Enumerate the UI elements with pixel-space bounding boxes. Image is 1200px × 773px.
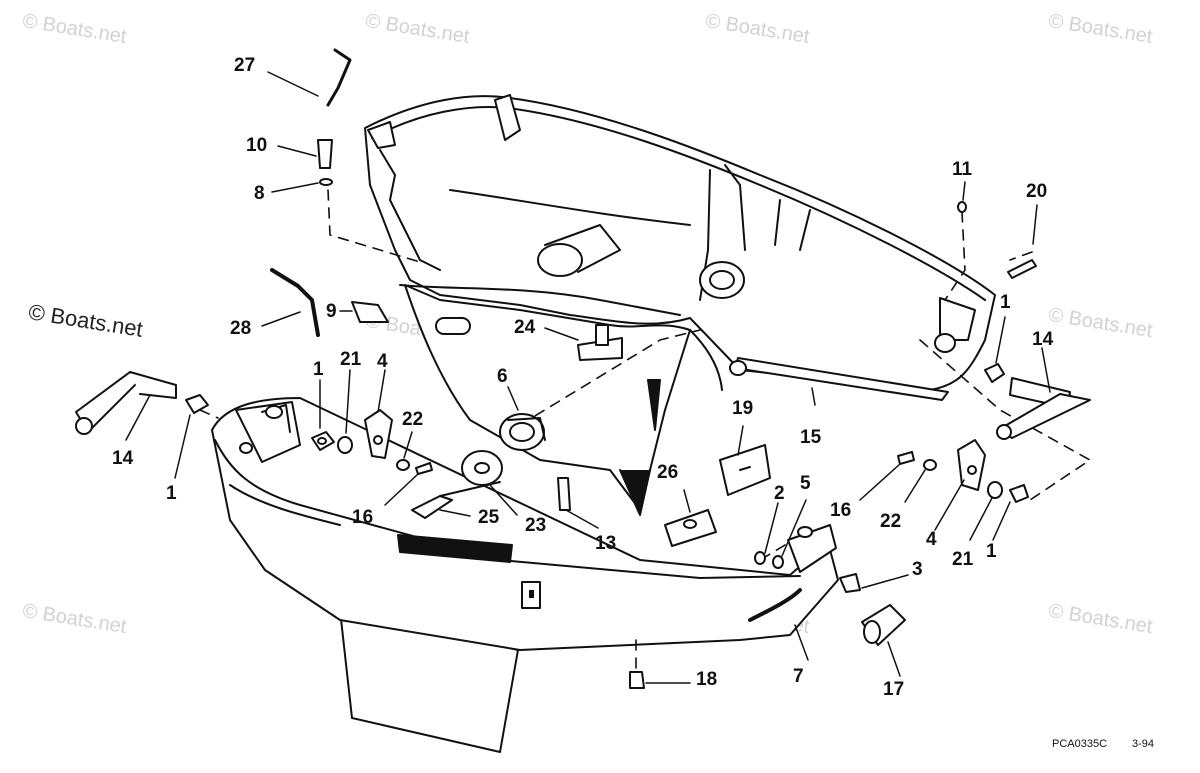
- callout-23: 23: [525, 515, 547, 536]
- callout-7: 7: [793, 666, 804, 687]
- callout-1: 1: [986, 541, 997, 562]
- callout-1: 1: [313, 359, 324, 380]
- screw-18: [629, 671, 645, 689]
- callout-21: 21: [952, 549, 974, 570]
- callout-25: 25: [478, 507, 500, 528]
- clip: [351, 301, 389, 323]
- washer: [461, 450, 503, 486]
- callout-21: 21: [340, 349, 362, 370]
- callout-3: 3: [912, 559, 923, 580]
- callout-1: 1: [166, 483, 177, 504]
- callout-18: 18: [696, 669, 718, 690]
- callout-13: 13: [595, 533, 617, 554]
- callout-22: 22: [880, 511, 902, 532]
- washer-small: [396, 459, 410, 471]
- callout-9: 9: [326, 301, 337, 322]
- hose: [270, 268, 320, 337]
- leader-lines: [125, 71, 1051, 684]
- figure-date: 3-94: [1132, 738, 1155, 750]
- callout-4: 4: [377, 351, 388, 372]
- callout-24: 24: [514, 317, 536, 338]
- callout-16: 16: [352, 507, 374, 528]
- callout-11: 11: [952, 159, 973, 180]
- lower-motor-cover: [211, 397, 839, 651]
- o-ring: [319, 178, 333, 186]
- callout-16: 16: [830, 500, 852, 521]
- nut: [1009, 484, 1029, 503]
- washer-21: [987, 481, 1003, 499]
- strip: [557, 477, 571, 511]
- fitting: [317, 139, 333, 169]
- nut-small: [957, 201, 967, 213]
- screw-3: [839, 573, 861, 593]
- assembly-lines: [199, 189, 1091, 669]
- latch-handle-left: [75, 371, 177, 435]
- callout-20: 20: [1026, 181, 1048, 202]
- washer-5: [772, 555, 784, 569]
- callout-6: 6: [497, 366, 508, 387]
- callout-5: 5: [800, 473, 811, 494]
- callout-4: 4: [926, 529, 937, 550]
- callout-17: 17: [883, 679, 905, 700]
- grommet: [499, 413, 546, 451]
- screw: [415, 462, 433, 475]
- callout-26: 26: [657, 462, 679, 483]
- vent-hose: [326, 48, 352, 107]
- pad: [664, 509, 717, 547]
- callout-14: 14: [1032, 329, 1054, 350]
- callout-2: 2: [774, 483, 785, 504]
- nut: [185, 394, 209, 414]
- callout-10: 10: [246, 135, 268, 156]
- seal: [719, 444, 771, 496]
- callout-22: 22: [402, 409, 424, 430]
- figure-code: PCA0335C: [1052, 738, 1108, 750]
- washer-2: [754, 551, 766, 565]
- callout-8: 8: [254, 183, 265, 204]
- callout-19: 19: [732, 398, 754, 419]
- nut: [311, 431, 335, 451]
- callout-1: 1: [1000, 292, 1011, 313]
- upper-cover-body: [364, 94, 996, 391]
- washer-21: [337, 436, 353, 454]
- callout-27: 27: [234, 55, 256, 76]
- nut: [984, 363, 1005, 383]
- latch-handle-right: [996, 377, 1091, 440]
- screw: [897, 451, 915, 465]
- plug: [861, 604, 906, 646]
- bolt: [1007, 259, 1037, 279]
- callout-14: 14: [112, 448, 134, 469]
- callout-28: 28: [230, 318, 252, 339]
- callout-15: 15: [800, 427, 822, 448]
- washer-small: [923, 459, 937, 471]
- latch-plate: [957, 439, 986, 491]
- link-rod: [729, 357, 949, 401]
